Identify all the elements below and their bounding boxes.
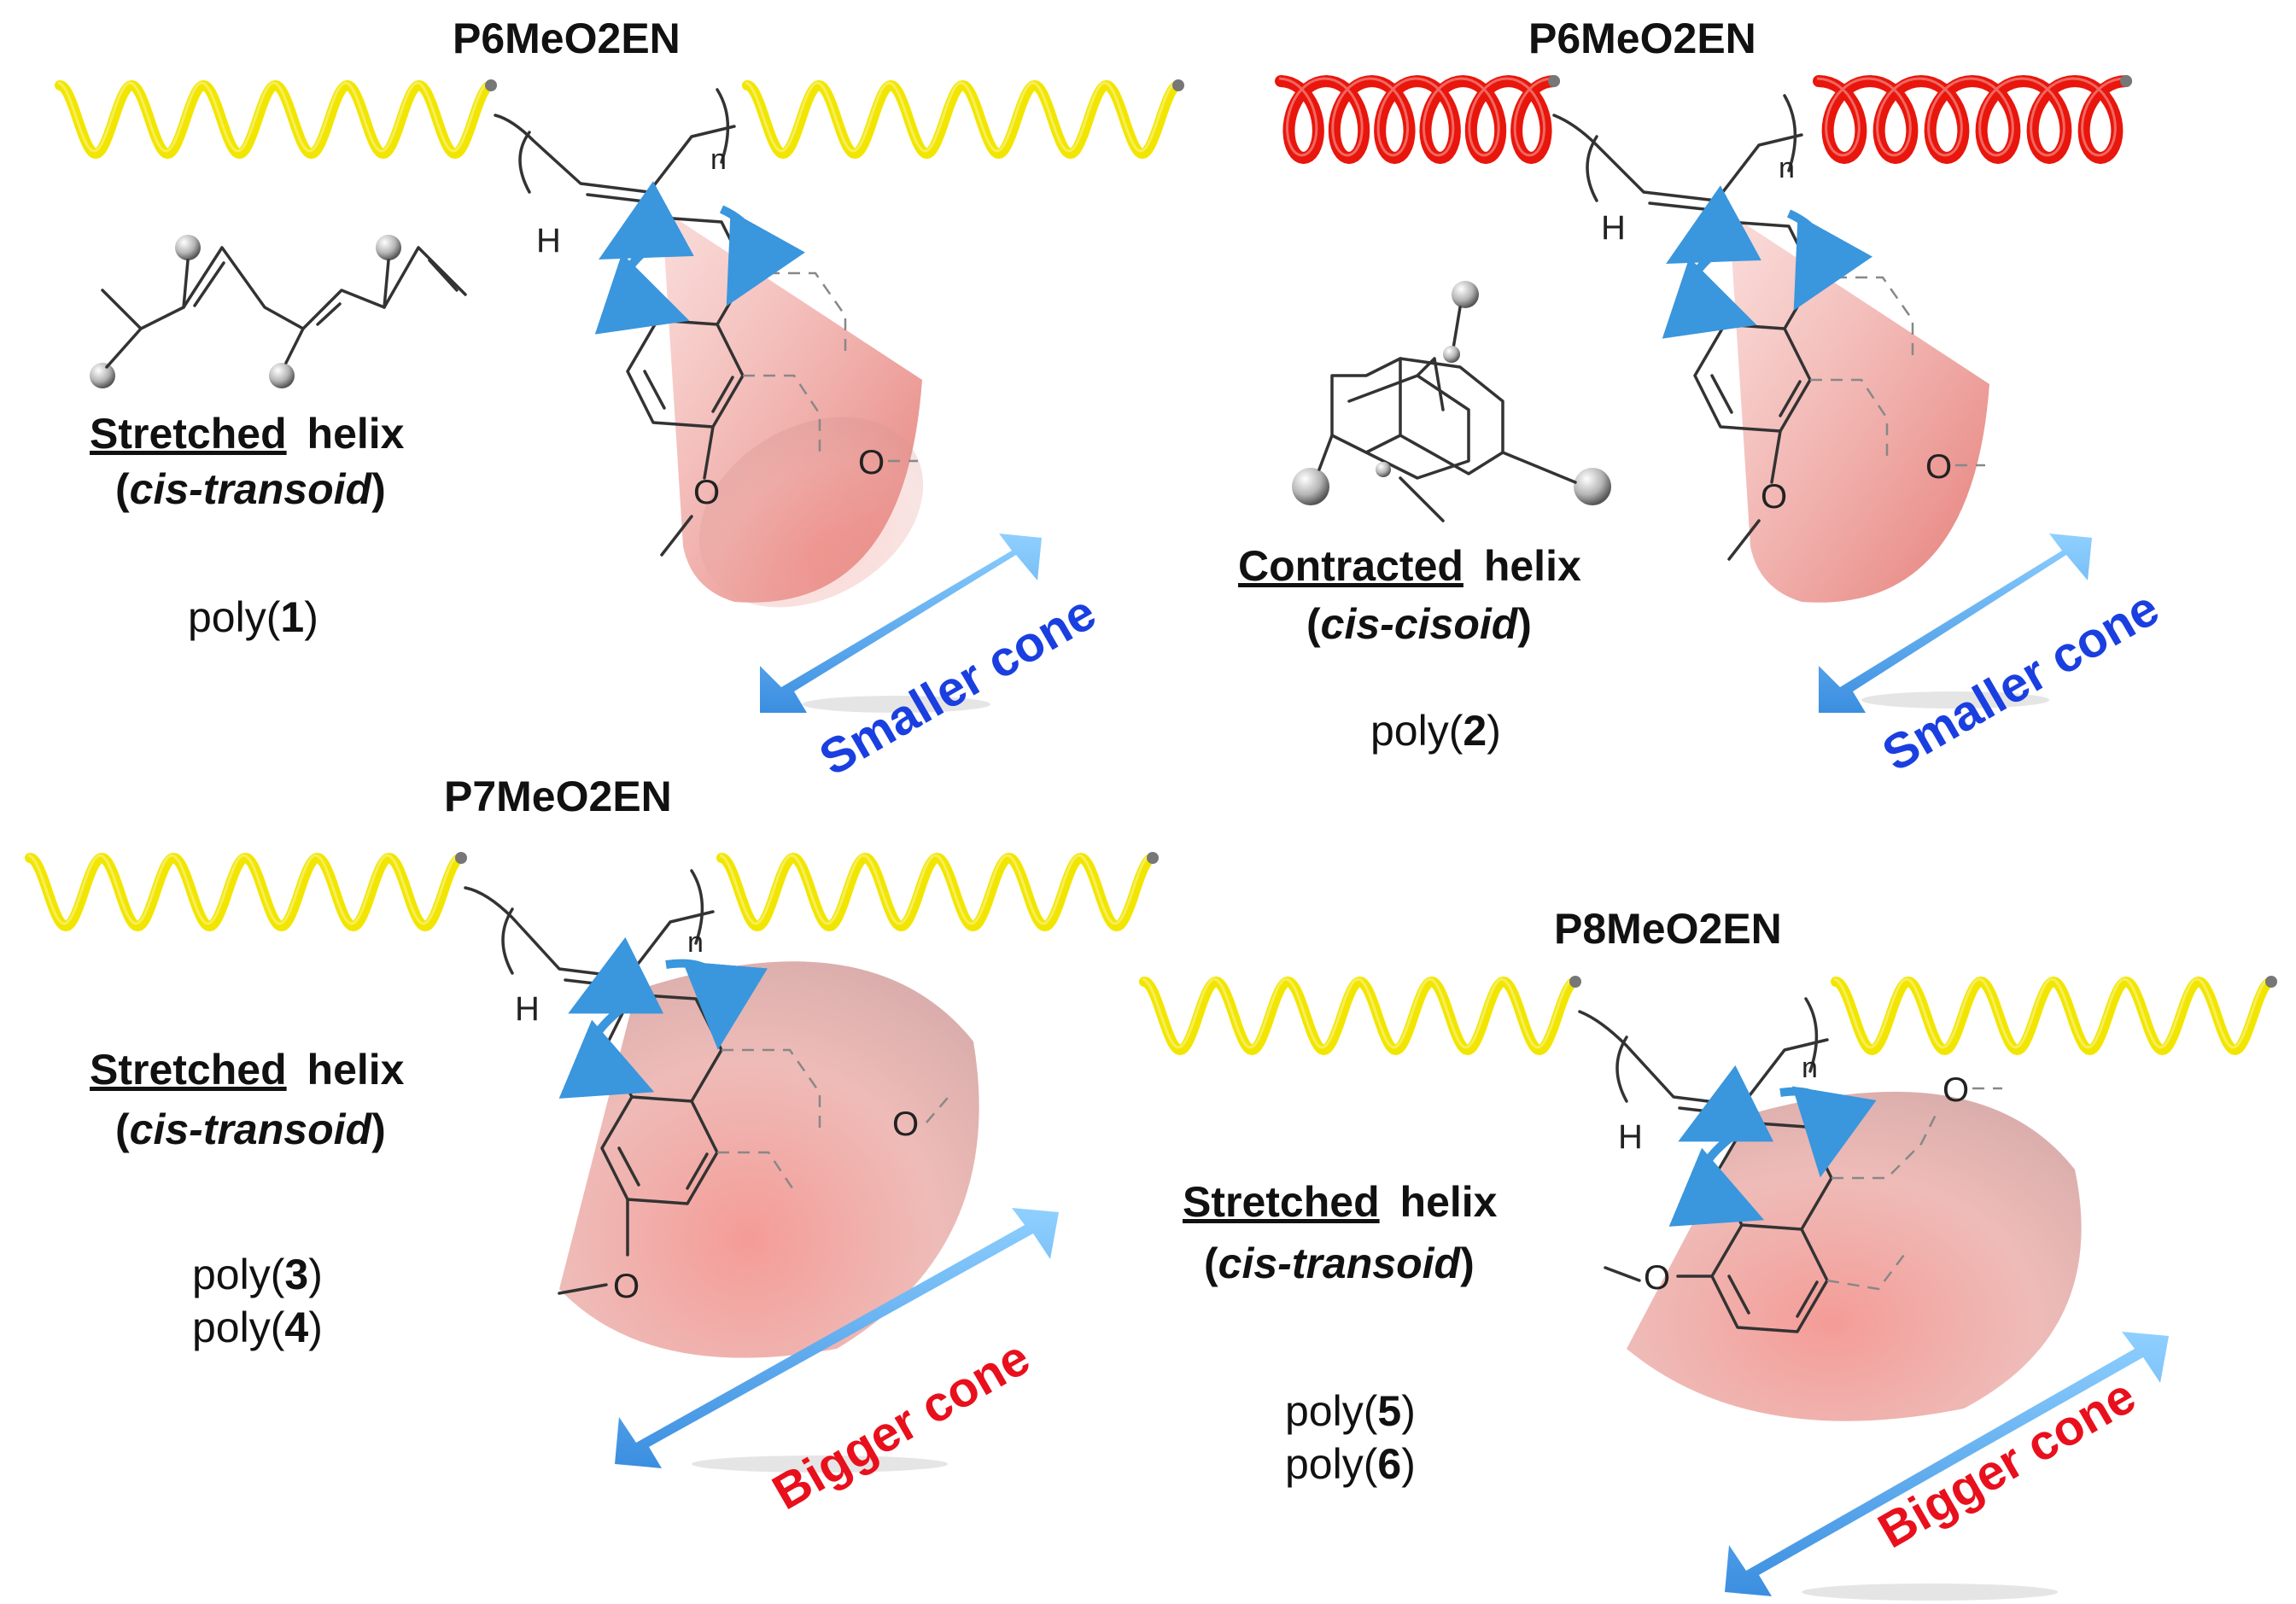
substituent-ball (1376, 462, 1391, 477)
oxygen-label: O (1761, 478, 1787, 516)
oxygen-label: O (613, 1268, 640, 1305)
oxygen-label-dashed: O (858, 444, 885, 481)
hydrogen-label: H (536, 222, 561, 260)
panel-title: P6MeO2EN (1528, 15, 1756, 62)
panel-title: P6MeO2EN (453, 15, 681, 62)
rotation-arrows (594, 181, 805, 335)
panel-p1: P6MeO2EN H n O O (55, 15, 1184, 786)
helix-coil (742, 79, 1183, 160)
cis-transoid-skeleton (90, 235, 467, 388)
substituent-ball (269, 363, 295, 388)
cone-size-arrow (1725, 1332, 2169, 1601)
side-chain-cone (1627, 1091, 2082, 1421)
cone-size-label: Smaller cone (810, 584, 1105, 786)
helix-end-cap (485, 79, 497, 91)
helix-right (1831, 976, 2277, 1056)
cone-size-arrow (615, 1208, 1059, 1473)
helix-left (1275, 74, 1560, 165)
repeat-n-label: n (710, 143, 727, 176)
helix-highlight (1142, 977, 1574, 1049)
helix-type-label: Contracted helix (1238, 542, 1581, 590)
substituent-ball (1452, 281, 1479, 308)
conformation-label: (cis-cisoid) (1306, 600, 1532, 648)
helix-end-cap (1172, 79, 1184, 91)
helix-coil (1275, 74, 1560, 165)
substituent-ball (1292, 468, 1329, 505)
helix-end-cap (455, 852, 467, 864)
helix-coil (716, 852, 1158, 932)
oxygen-label-dashed: O (1943, 1071, 1969, 1109)
oxygen-label-dashed: O (1925, 448, 1952, 486)
repeat-n-label: n (1802, 1052, 1818, 1084)
helix-highlight (1278, 77, 1553, 157)
substituent-ball (376, 235, 401, 260)
oxygen-label: O (693, 474, 720, 511)
rotation-arrows (1662, 185, 1872, 339)
cone-size-label: Smaller cone (1873, 580, 2168, 782)
conformation-label: (cis-transoid) (1204, 1239, 1475, 1287)
panel-p2: P6MeO2EN H n O O (1238, 15, 2168, 782)
helix-type-label: Stretched helix (1183, 1178, 1498, 1226)
helix-coil (25, 852, 466, 932)
conformation-label: (cis-transoid) (115, 465, 386, 513)
helix-right (1813, 74, 2132, 165)
side-chain-cone (1729, 213, 1989, 603)
helix-left (55, 79, 497, 160)
helix-end-cap (2120, 75, 2132, 87)
substituent-ball (175, 235, 201, 260)
hydrogen-label: H (1618, 1118, 1643, 1156)
naphthalene-ring: O O (626, 216, 918, 557)
polymer-label: poly(3) (192, 1251, 323, 1298)
substituent-ball (1574, 468, 1611, 505)
helix-right (716, 852, 1159, 932)
panel-title: P7MeO2EN (444, 773, 672, 820)
hydrogen-label: H (1601, 209, 1626, 247)
cone-size-arrow (1819, 534, 2092, 713)
conformation-label: (cis-transoid) (115, 1105, 386, 1153)
helix-type-label: Stretched helix (90, 1046, 405, 1094)
panel-p4: P8MeO2EN H n O O (1139, 905, 2277, 1601)
helix-end-cap (2265, 976, 2277, 988)
substituent-ball (90, 363, 115, 388)
helix-coil (55, 79, 496, 160)
helix-left (1139, 976, 1581, 1056)
helix-end-cap (1569, 976, 1581, 988)
helix-end-cap (1548, 75, 1560, 87)
helix-highlight (745, 81, 1177, 153)
helix-left (25, 852, 467, 932)
helix-coil (1813, 74, 2132, 165)
cis-cisoid-skeleton (1292, 281, 1611, 522)
oxygen-label: O (1644, 1259, 1670, 1297)
helix-highlight (719, 854, 1152, 925)
helix-end-cap (1147, 852, 1159, 864)
helix-highlight (1833, 977, 2270, 1049)
polymer-label: poly(5) (1285, 1387, 1416, 1435)
side-chain-cone (559, 961, 979, 1358)
polymer-label: poly(4) (192, 1304, 323, 1351)
repeat-n-label: n (1779, 152, 1795, 184)
substituent-ball (1443, 346, 1460, 363)
panel-p3: P7MeO2EN H n O O (25, 773, 1159, 1520)
helix-coil (1831, 976, 2276, 1056)
helix-coil (1139, 976, 1580, 1056)
oxygen-label-dashed: O (892, 1105, 919, 1143)
helix-highlight (57, 81, 490, 153)
rotation-arrows (558, 936, 768, 1099)
polymer-label: poly(2) (1370, 707, 1501, 755)
polymer-label: poly(1) (188, 593, 318, 641)
polymer-label: poly(6) (1285, 1440, 1416, 1488)
hydrogen-label: H (515, 990, 540, 1028)
helix-type-label: Stretched helix (90, 410, 405, 458)
cone-size-arrow (760, 534, 1042, 713)
repeat-n-label: n (687, 926, 704, 959)
helix-highlight (27, 854, 460, 925)
helix-right (742, 79, 1184, 160)
panel-title: P8MeO2EN (1554, 905, 1782, 953)
rotation-arrows (1668, 1064, 1877, 1227)
helix-highlight (1816, 77, 2125, 157)
